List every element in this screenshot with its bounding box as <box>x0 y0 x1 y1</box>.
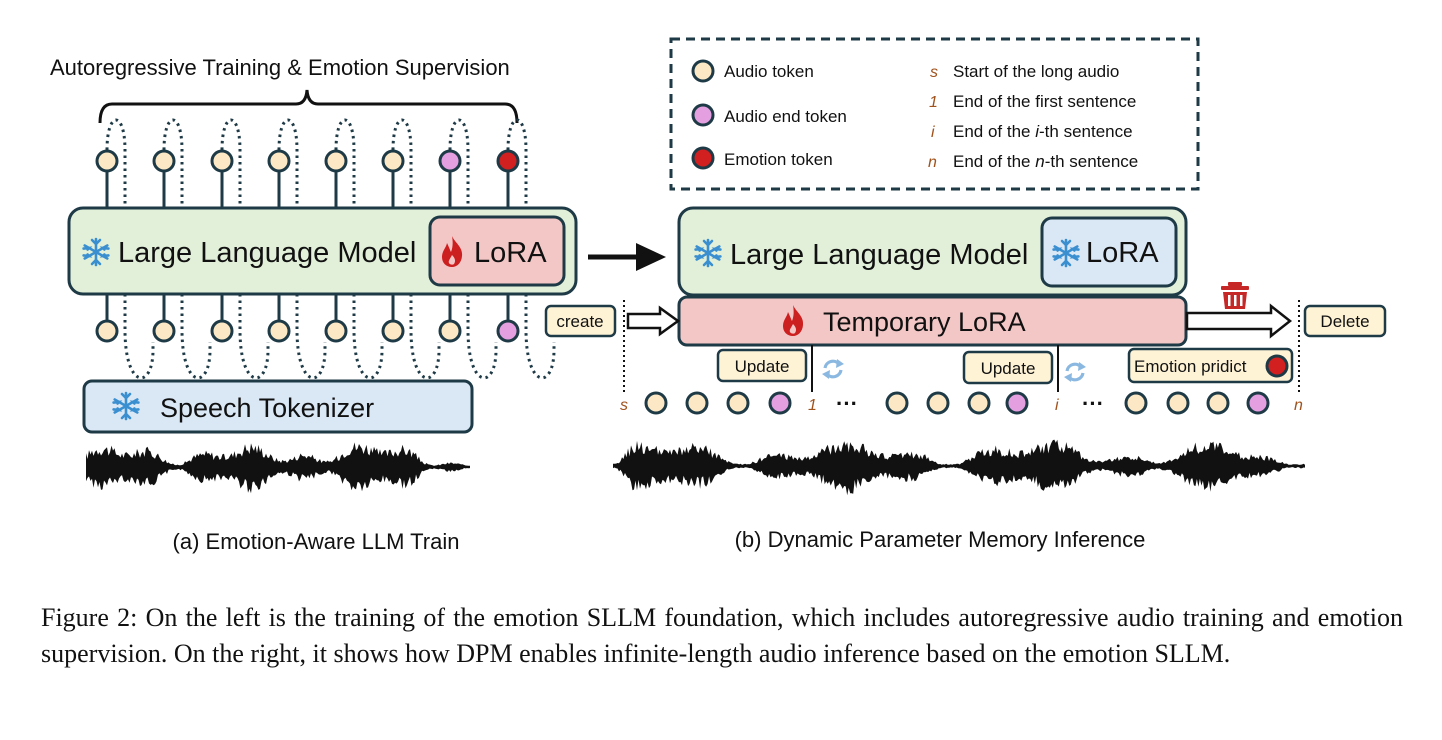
audio-token <box>381 149 405 173</box>
update-label-1: Update <box>735 357 790 376</box>
legend-first-symbol: 1 <box>929 94 938 111</box>
sync-icon <box>820 357 846 381</box>
audio-token <box>95 319 119 343</box>
ellipsis-1: ··· <box>836 391 858 416</box>
audio-end-token <box>1246 391 1270 415</box>
audio-end-token <box>438 149 462 173</box>
emotion-predict-box <box>1127 347 1294 384</box>
audio-token <box>210 149 234 173</box>
audio-token <box>152 149 176 173</box>
audio-token <box>95 149 119 173</box>
audio-token <box>152 319 176 343</box>
audio-token <box>267 149 291 173</box>
temporary-lora-label: Temporary LoRA <box>823 307 1026 337</box>
figure-caption: Figure 2: On the left is the training of… <box>41 603 1403 668</box>
audio-token <box>1166 391 1190 415</box>
audio-token <box>644 391 668 415</box>
arrow-right-icon <box>588 243 666 271</box>
create-label-box <box>544 304 617 338</box>
legend-first-text: End of the first sentence <box>953 92 1136 111</box>
right-subcaption: (b) Dynamic Parameter Memory Inference <box>735 527 1146 552</box>
autoregressive-loops <box>105 118 556 380</box>
update-label-box-1 <box>716 348 808 383</box>
left-subcaption: (a) Emotion-Aware LLM Train <box>173 529 460 554</box>
audio-token <box>726 391 750 415</box>
audio-token <box>967 391 991 415</box>
speech-tokenizer-box <box>82 379 474 434</box>
audio-token <box>324 319 348 343</box>
left-lora-box <box>428 215 566 287</box>
left-lora-label: LoRA <box>474 237 547 269</box>
left-header: Autoregressive Training & Emotion Superv… <box>50 55 510 80</box>
sync-icon <box>1062 360 1088 384</box>
audio-end-token <box>496 319 520 343</box>
legend-ith-text: End of the i-th sentence <box>953 122 1133 141</box>
legend-emotion-token-label: Emotion token <box>724 150 833 169</box>
audio-token <box>1206 391 1230 415</box>
update-label-box-2 <box>962 350 1054 385</box>
update-label-2: Update <box>981 359 1036 378</box>
trash-icon <box>1221 282 1249 309</box>
audio-token <box>381 319 405 343</box>
right-lora-box <box>1040 216 1178 288</box>
delete-label-box <box>1303 304 1387 338</box>
audio-token <box>885 391 909 415</box>
audio-token <box>1124 391 1148 415</box>
audio-token <box>324 149 348 173</box>
create-arrow <box>626 305 681 337</box>
emotion-token <box>496 149 520 173</box>
audio-token <box>685 391 709 415</box>
legend-audio-token-label: Audio token <box>724 62 814 81</box>
delete-arrow <box>1185 303 1293 339</box>
legend-start-text: Start of the long audio <box>953 62 1119 81</box>
audio-token <box>210 319 234 343</box>
emotion-predict-label: Emotion pridict <box>1134 357 1247 376</box>
figure-diagram: Autoregressive Training & Emotion Superv… <box>50 37 1387 554</box>
legend-emotion-token <box>691 146 715 170</box>
ellipsis-2: ··· <box>1082 391 1104 416</box>
legend-box <box>669 37 1200 191</box>
marker-i: i <box>1055 397 1059 414</box>
legend-start-symbol: s <box>930 64 938 81</box>
audio-end-token <box>1005 391 1029 415</box>
delete-label: Delete <box>1320 312 1369 331</box>
audio-token <box>438 319 462 343</box>
marker-s: s <box>620 397 628 414</box>
legend-nth-symbol: n <box>928 154 937 171</box>
audio-token <box>267 319 291 343</box>
legend-ith-symbol: i <box>931 124 935 141</box>
right-lora-label: LoRA <box>1086 237 1159 269</box>
left-audio-waveform <box>86 442 470 494</box>
right-audio-waveform <box>613 439 1305 496</box>
create-label: create <box>556 312 603 331</box>
right-llm-label: Large Language Model <box>730 239 1028 271</box>
left-header-brace <box>98 89 519 124</box>
legend-audio-end-token <box>691 103 715 127</box>
legend-audio-token <box>691 59 715 83</box>
marker-1: 1 <box>808 397 817 414</box>
audio-token <box>926 391 950 415</box>
legend-nth-text: End of the n-th sentence <box>953 152 1138 171</box>
audio-end-token <box>768 391 792 415</box>
marker-n: n <box>1294 397 1303 414</box>
emotion-predict-token <box>1265 354 1289 378</box>
speech-tokenizer-label: Speech Tokenizer <box>160 393 374 423</box>
left-llm-label: Large Language Model <box>118 237 416 269</box>
legend-audio-end-token-label: Audio end token <box>724 107 847 126</box>
